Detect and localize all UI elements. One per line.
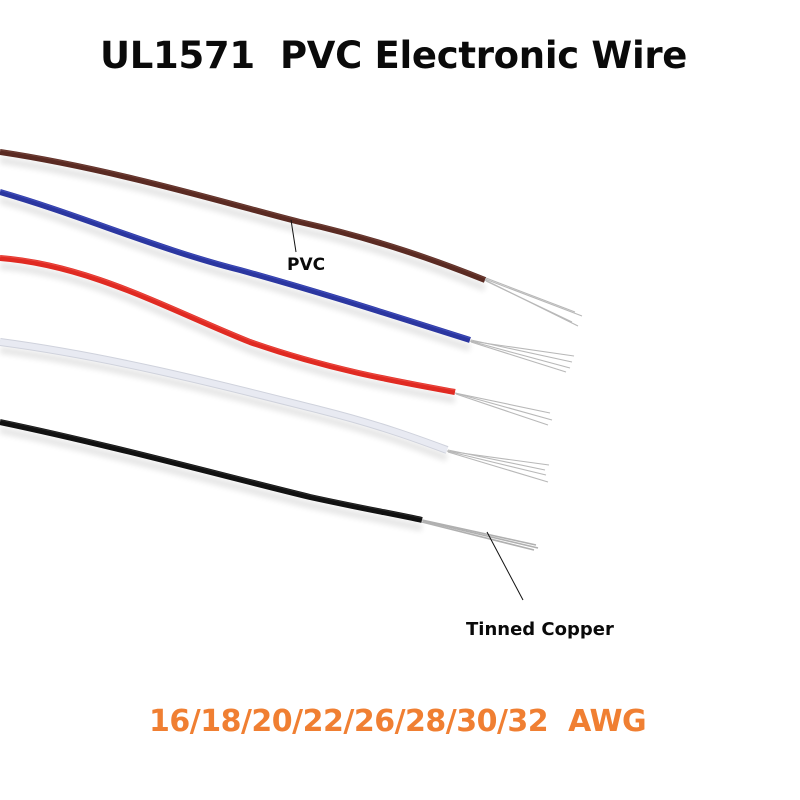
pvc-leader-line bbox=[290, 219, 297, 253]
awg-gauges: 16/18/20/22/26/28/30/32 AWG bbox=[149, 704, 647, 739]
copper-leader-line bbox=[486, 531, 524, 601]
white-wire bbox=[0, 338, 550, 483]
black-wire bbox=[0, 419, 539, 551]
red-wire bbox=[0, 255, 553, 426]
product-title: UL1571 PVC Electronic Wire bbox=[100, 34, 688, 77]
blue-wire bbox=[0, 189, 575, 373]
tinned-copper-label: Tinned Copper bbox=[466, 619, 614, 640]
pvc-label: PVC bbox=[287, 255, 326, 275]
brown-wire bbox=[0, 149, 583, 327]
